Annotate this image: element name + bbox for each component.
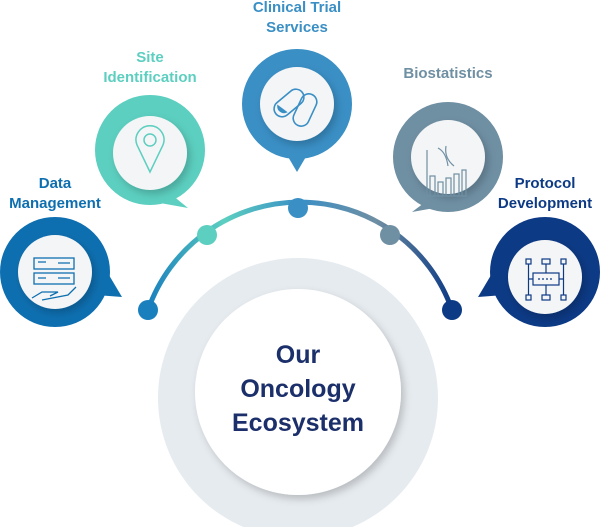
- arc-dot-clinical-trial: [288, 198, 308, 218]
- label-line: Services: [266, 19, 328, 36]
- label-line: Data: [38, 175, 72, 192]
- label-biostatistics: Biostatistics: [403, 64, 492, 84]
- center-title-line: Oncology: [240, 375, 356, 403]
- label-line: Site: [136, 49, 164, 66]
- label-line: Protocol: [514, 175, 576, 192]
- node-clinical-trial-services: [242, 49, 352, 172]
- node-site-identification: [95, 95, 205, 208]
- server-hand-icon: [31, 257, 77, 301]
- label-site-identification: Site Identification: [103, 48, 196, 88]
- label-line: Identification: [103, 69, 197, 86]
- label-data-management: Data Management: [9, 174, 101, 214]
- dna-bar-chart-icon: [426, 145, 467, 197]
- label-line: Management: [9, 195, 101, 212]
- pills-icon: [273, 88, 318, 127]
- arc-dot-protocol: [442, 300, 462, 320]
- arc-dot-biostatistics: [380, 225, 400, 245]
- flowchart-icon: [525, 258, 567, 301]
- location-pin-icon: [135, 125, 165, 174]
- label-line: Development: [497, 195, 593, 212]
- center-title-line: Ecosystem: [231, 409, 365, 437]
- node-biostatistics: [393, 102, 503, 212]
- node-protocol-development: [478, 217, 600, 327]
- label-protocol-development: Protocol Development: [498, 174, 592, 214]
- center-title-line: Our: [275, 341, 321, 369]
- label-line: Biostatistics: [403, 65, 493, 82]
- label-clinical-trial-services: Clinical Trial Services: [253, 0, 341, 38]
- label-line: Clinical Trial: [252, 0, 342, 16]
- arc-dot-data-management: [138, 300, 158, 320]
- arc-dot-site-identification: [197, 225, 217, 245]
- center-circle: [158, 258, 438, 527]
- node-data-management: [0, 217, 122, 327]
- center-title: Our Oncology Ecosystem: [232, 338, 364, 440]
